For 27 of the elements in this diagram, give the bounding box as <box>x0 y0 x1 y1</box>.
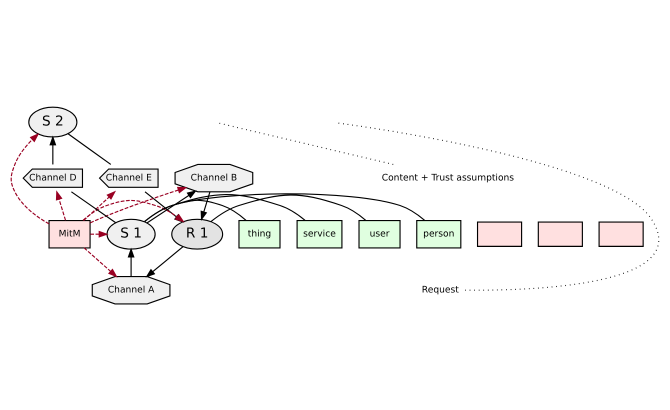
node-box <box>538 221 583 246</box>
arrow <box>56 190 66 220</box>
node-box: user <box>358 219 401 248</box>
node-box: MitM <box>48 219 91 248</box>
connector <box>336 122 659 290</box>
connector <box>68 132 112 164</box>
node-box: thing <box>238 219 281 248</box>
arrow <box>49 134 56 164</box>
node-box: person <box>416 219 462 248</box>
node-ellipse: R 1 <box>171 218 224 250</box>
node-box <box>476 221 522 246</box>
arrow <box>145 246 184 278</box>
arrow <box>200 191 210 220</box>
arrow <box>84 246 118 278</box>
node-box <box>598 221 644 246</box>
connector <box>218 122 394 164</box>
connector <box>71 190 116 223</box>
node-text: Request <box>422 285 459 296</box>
arrow <box>128 247 135 276</box>
node-ellipse: S 1 <box>106 218 156 250</box>
node-box: service <box>296 219 342 248</box>
arrow <box>10 132 50 224</box>
arrow <box>83 190 116 220</box>
node-ellipse: S 2 <box>28 106 78 138</box>
node-text: Content + Trust assumptions <box>382 173 514 184</box>
arrow <box>90 230 109 238</box>
connector <box>210 194 366 222</box>
